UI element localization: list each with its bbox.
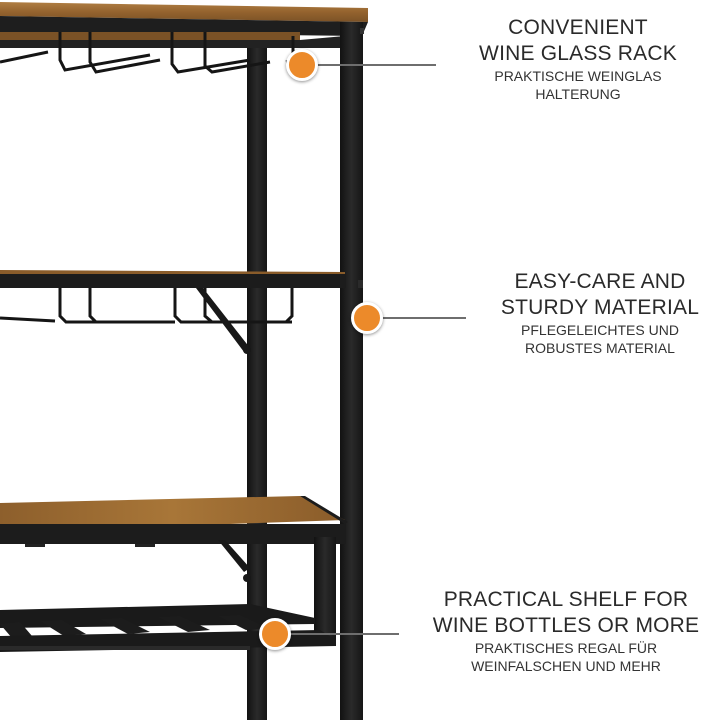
callout-1-title-line1: CONVENIENT [508, 16, 648, 39]
callout-3-sub-line1: PRAKTISCHES REGAL FÜR [474, 640, 658, 656]
callout-2-sub-line1: PFLEGELEICHTES UND [521, 322, 679, 338]
orange-dot-marker-icon [286, 49, 318, 81]
callout-1-title-line2: WINE GLASS RACK [479, 42, 677, 65]
callout-2-title-line2: STURDY MATERIAL [500, 296, 700, 319]
callout-2-sub-line2: ROBUSTES MATERIAL [525, 340, 675, 356]
front-post [340, 22, 363, 720]
callout-1-text: CONVENIENT WINE GLASS RACK PRAKTISCHE WE… [446, 15, 707, 103]
top-shelf-board [0, 2, 368, 22]
callout-2-title-line1: EASY-CARE AND [514, 270, 686, 293]
callout-1-leader-line [302, 64, 436, 66]
callout-1-sub-line1: PRAKTISCHE WEINGLAS [494, 68, 662, 84]
middle-shelf-frame [0, 274, 346, 288]
callout-3-title-line2: WINE BOTTLES OR MORE [432, 614, 700, 637]
callout-3-title-line1: PRACTICAL SHELF FOR [443, 588, 689, 611]
callout-1-sub-line2: HALTERUNG [535, 86, 621, 102]
lower-shelf-frame [0, 524, 346, 544]
orange-dot-marker-icon [259, 618, 291, 650]
callout-3-text: PRACTICAL SHELF FOR WINE BOTTLES OR MORE… [418, 587, 707, 675]
callout-3-leader-line [275, 633, 399, 635]
bottle-shelf-slats [0, 615, 268, 638]
callout-2-text: EASY-CARE AND STURDY MATERIAL PFLEGELEIC… [482, 269, 707, 357]
orange-dot-marker-icon [351, 302, 383, 334]
callout-2-leader-line [366, 317, 466, 319]
back-post [247, 40, 267, 720]
lower-shelf-board [0, 496, 345, 532]
callout-3-sub-line2: WEINFALSCHEN UND MEHR [471, 658, 661, 674]
